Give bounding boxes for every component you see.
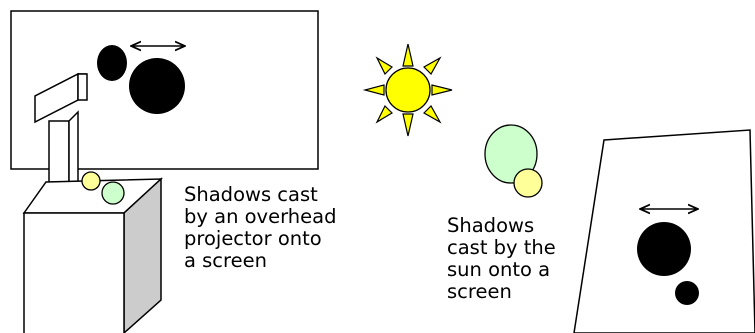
- small-ball: [82, 172, 100, 190]
- sun-ray: [403, 44, 413, 66]
- sun-ray: [403, 114, 413, 136]
- sun-caption-line: sun onto a: [447, 258, 550, 281]
- sun-caption: Shadows cast by the sun onto a screen: [447, 214, 562, 303]
- sun-ray: [424, 58, 440, 74]
- sun-ray: [365, 85, 384, 95]
- sun-icon: [365, 44, 452, 136]
- small-shadow: [97, 45, 127, 81]
- sun-ray: [377, 58, 392, 74]
- sun-caption-line: cast by the: [447, 236, 556, 259]
- projector-caption: Shadows cast by an overhead projector on…: [184, 183, 343, 272]
- large-ball: [102, 182, 124, 204]
- large-shadow: [129, 58, 185, 114]
- sun-caption-line: screen: [447, 280, 512, 303]
- small-ball: [514, 169, 542, 197]
- sun-caption-line: Shadows: [447, 214, 534, 237]
- projector-caption-line: a screen: [184, 249, 267, 272]
- projector-head-side: [78, 74, 87, 100]
- sun-ray: [432, 85, 452, 95]
- sun-disc: [386, 68, 430, 112]
- projector-caption-line: Shadows cast: [184, 183, 318, 206]
- small-shadow: [675, 281, 699, 305]
- projector-base-front: [24, 213, 124, 333]
- projector-caption-line: projector onto: [184, 227, 322, 250]
- large-shadow: [637, 222, 691, 276]
- projector-caption-line: by an overhead: [184, 205, 336, 228]
- sun-ray: [377, 106, 392, 122]
- sun-ray: [424, 106, 440, 122]
